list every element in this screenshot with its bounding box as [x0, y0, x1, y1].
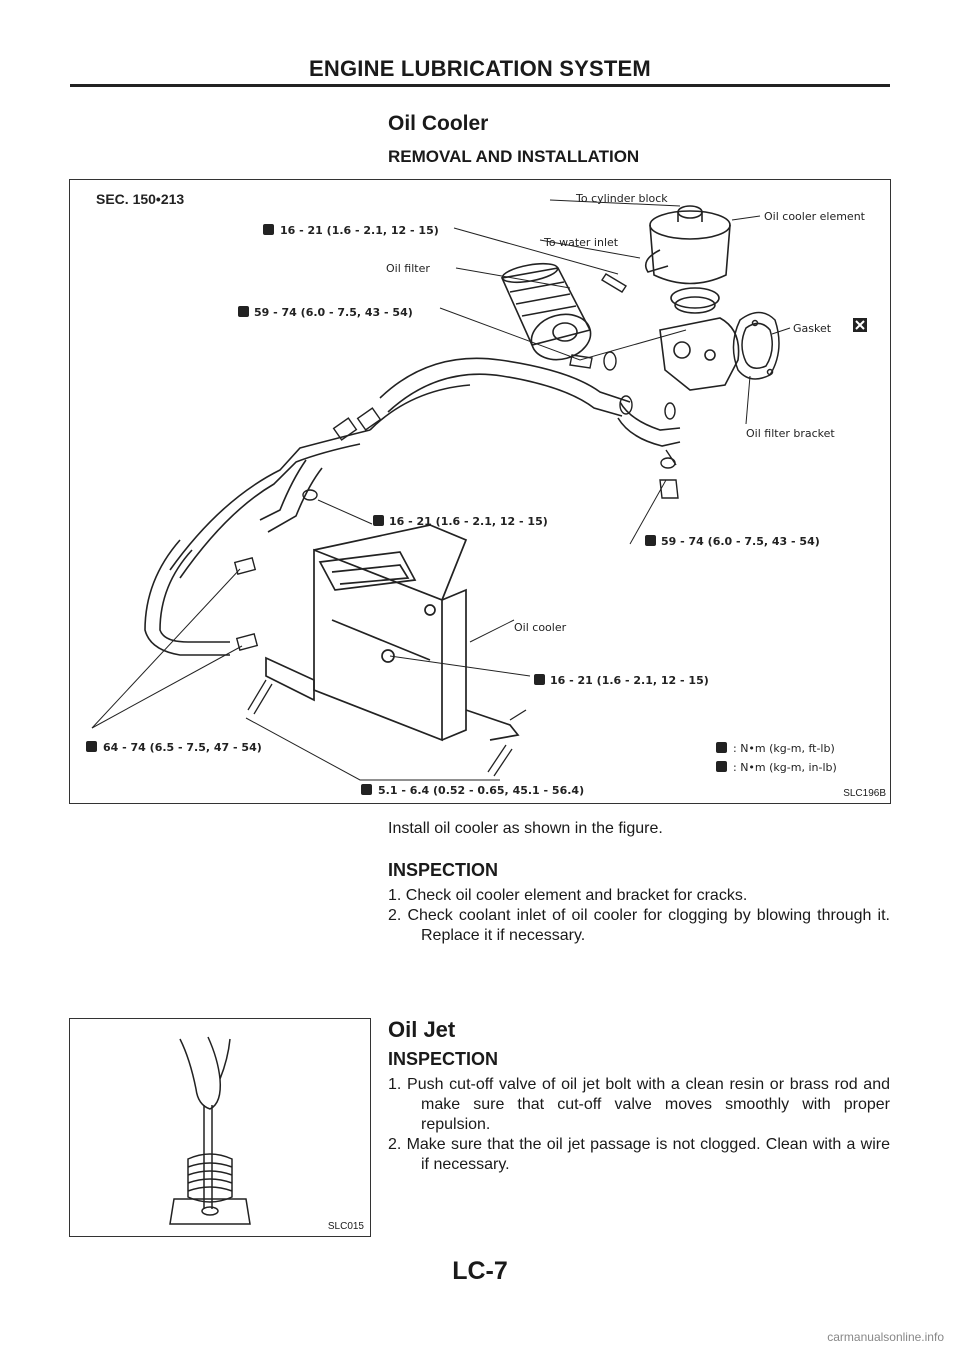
oil-cooler-inspection-heading: INSPECTION: [388, 860, 499, 880]
oil-jet-illustration: [169, 1036, 251, 1225]
install-instruction: Install oil cooler as shown in the figur…: [388, 820, 663, 837]
oil-jet-title: Oil Jet: [388, 1017, 456, 1042]
label-oil-filter-bracket: Oil filter bracket: [746, 427, 835, 440]
label-oil-cooler: Oil cooler: [514, 621, 567, 634]
fitting-icon: [233, 407, 382, 651]
torque-7: 5.1 - 6.4 (0.52 - 0.65, 45.1 - 56.4): [378, 784, 584, 797]
torque-1: 16 - 21 (1.6 - 2.1, 12 - 15): [280, 224, 439, 237]
sec-label: SEC. 150•213: [96, 191, 184, 207]
label-to-water-inlet: To water inlet: [543, 236, 619, 249]
label-oil-cooler-element: Oil cooler element: [764, 210, 866, 223]
removal-installation-heading: REMOVAL AND INSTALLATION: [388, 147, 640, 166]
torque-wrench-icon: [86, 224, 727, 753]
label-to-cylinder-block: To cylinder block: [575, 192, 668, 205]
gasket-icon: [732, 311, 780, 380]
replace-gasket-mark-icon: [853, 318, 867, 332]
oil-jet-inspection-heading: INSPECTION: [388, 1049, 499, 1069]
oil-cooler-diagram: SEC. 150•213: [69, 179, 891, 804]
rod-icon: [203, 1105, 213, 1209]
legend-ft-lb: : N•m (kg-m, ft-lb): [733, 742, 835, 755]
oil-jet-bolt-icon: [187, 1153, 233, 1203]
legend-in-lb: : N•m (kg-m, in-lb): [733, 761, 837, 774]
small-bolt-icon: [247, 679, 527, 777]
torque-6: 64 - 74 (6.5 - 7.5, 47 - 54): [103, 741, 262, 754]
oil-cooler-title: Oil Cooler: [388, 112, 489, 135]
oil-cooler-element-icon: [644, 205, 731, 285]
leader-lines: [91, 199, 791, 781]
hand-icon: [179, 1036, 231, 1110]
torque-2: 59 - 74 (6.0 - 7.5, 43 - 54): [254, 306, 413, 319]
oil-jet-inspection-list: 1. Push cut-off valve of oil jet bolt wi…: [388, 1075, 890, 1175]
bolt-icon: [569, 273, 679, 499]
label-gasket: Gasket: [793, 322, 832, 335]
list-item: 2. Check coolant inlet of oil cooler for…: [388, 907, 890, 944]
oil-cooler-inspection-list: 1. Check oil cooler element and bracket …: [388, 886, 890, 946]
torque-4: 59 - 74 (6.0 - 7.5, 43 - 54): [661, 535, 820, 548]
list-item: 1. Check oil cooler element and bracket …: [388, 887, 748, 904]
label-oil-filter: Oil filter: [386, 262, 430, 275]
list-item: 2. Make sure that the oil jet passage is…: [388, 1136, 890, 1173]
list-item: 1. Push cut-off valve of oil jet bolt wi…: [388, 1076, 890, 1133]
oil-jet-figure-id: SLC015: [327, 1221, 364, 1232]
page-number: LC-7: [452, 1257, 508, 1285]
torque-5: 16 - 21 (1.6 - 2.1, 12 - 15): [550, 674, 709, 687]
figure-id: SLC196B: [843, 788, 886, 799]
torque-3: 16 - 21 (1.6 - 2.1, 12 - 15): [389, 515, 548, 528]
header-rule: [70, 84, 890, 87]
oil-cooler-icon: [265, 524, 520, 742]
oil-filter-icon: [500, 262, 592, 361]
oil-filter-bracket-icon: [659, 287, 740, 391]
torque-wrench-in-icon: [361, 761, 727, 795]
watermark: carmanualsonline.info: [827, 1330, 944, 1344]
oil-jet-figure: SLC015: [69, 1018, 371, 1237]
oil-cooler-illustration: SEC. 150•213: [86, 191, 867, 797]
hose-icon: [144, 357, 681, 656]
section-header: ENGINE LUBRICATION SYSTEM: [309, 56, 651, 81]
